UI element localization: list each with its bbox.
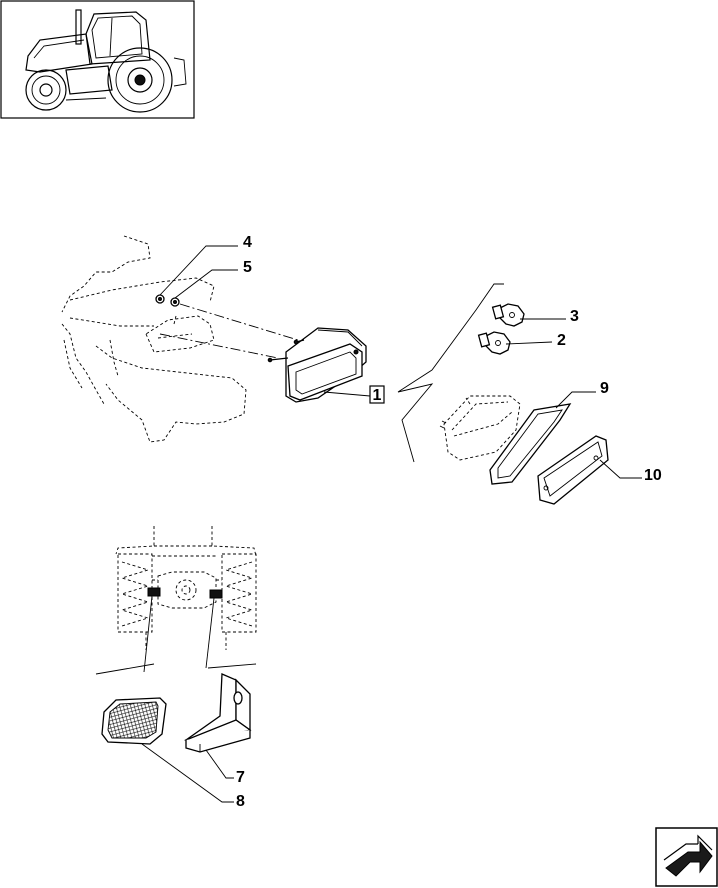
next-page-arrow-icon[interactable] (655, 827, 718, 887)
gasket-9 (489, 403, 572, 485)
leader-5 (174, 269, 238, 299)
bracket-7 (183, 673, 252, 753)
reflector-right-marker (209, 589, 223, 599)
callout-5: 5 (243, 259, 252, 276)
tractor-thumbnail-icon (0, 0, 195, 119)
callout-4: 4 (243, 234, 252, 251)
callout-8: 8 (236, 793, 245, 810)
leader-left-mount (143, 595, 153, 673)
callout-7: 7 (236, 769, 245, 786)
callout-9: 9 (600, 380, 609, 397)
reflector-8 (101, 697, 167, 745)
leader-10 (599, 459, 642, 479)
leader-4 (159, 245, 238, 296)
bulb-3 (491, 303, 525, 327)
leader-8 (141, 743, 234, 803)
tractor-rear-outline (95, 526, 257, 675)
lens-10 (537, 435, 609, 505)
work-lamp-assembly (267, 327, 367, 403)
callout-1-box (369, 385, 385, 404)
fender-outline (61, 235, 247, 443)
leader-2 (505, 341, 553, 345)
callout-1: 1 (373, 387, 382, 404)
exploded-view-bracket (397, 283, 504, 463)
reflector-left-marker (147, 587, 161, 597)
mount-axis-lower (159, 333, 279, 359)
leader-9 (555, 391, 596, 409)
leader-1 (323, 391, 371, 397)
mount-axis-upper (179, 303, 299, 341)
bulb-2 (477, 331, 511, 355)
leader-right-mount (205, 597, 215, 669)
callout-3: 3 (570, 308, 579, 325)
leader-7 (205, 749, 234, 779)
callout-2: 2 (557, 332, 566, 349)
lamp-housing-outline (439, 395, 521, 461)
washer-nut-fasteners (155, 294, 180, 307)
callout-10: 10 (644, 467, 662, 484)
